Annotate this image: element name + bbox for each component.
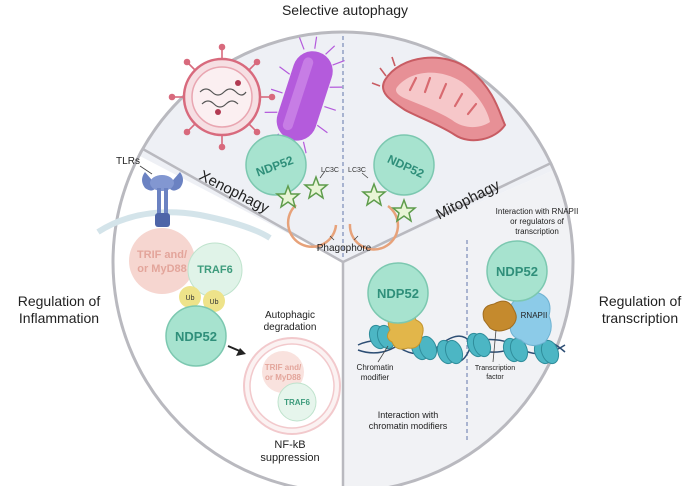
- autophagosome-vesicle: TRIF and/ or MyD88 TRAF6: [243, 337, 341, 435]
- svg-text:or MyD88: or MyD88: [137, 263, 187, 275]
- label-nfkb: NF-kB: [274, 439, 305, 451]
- ndp52-xenophagy: NDP52: [245, 134, 307, 196]
- phagophore-left-icon: [286, 204, 338, 249]
- virus-icon: [168, 43, 276, 151]
- transcription-factor-icon: [482, 300, 517, 332]
- traf6-protein: TRAF6: [187, 242, 243, 298]
- label-suppression: suppression: [260, 452, 319, 464]
- svg-text:TRIF and/: TRIF and/: [265, 363, 302, 372]
- label-phagophore: Phagophore: [317, 243, 372, 254]
- ndp52-mitophagy: NDP52: [373, 134, 435, 196]
- title-regulation-transcription: Regulation of transcription: [598, 293, 682, 326]
- svg-text:TRIF and/: TRIF and/: [137, 249, 187, 261]
- svg-text:NDP52: NDP52: [175, 329, 217, 344]
- svg-text:TRAF6: TRAF6: [197, 264, 232, 276]
- phagophore-right-icon: [348, 204, 400, 251]
- label-tlrs: TLRs: [116, 156, 140, 167]
- label-lc3c-right: LC3C: [348, 167, 366, 174]
- ndp52-inflammation: NDP52: [165, 305, 227, 367]
- label-chromatin-interaction-2: chromatin modifiers: [369, 421, 448, 431]
- lc3c-star-icons: [274, 174, 418, 223]
- label-transcription-factor-2: factor: [486, 374, 504, 381]
- label-rnapii: RNAPII: [521, 311, 548, 320]
- label-rnapii-header-3: transcription: [515, 227, 559, 236]
- label-chromatin-interaction-1: Interaction with: [378, 410, 439, 420]
- title-regulation-inflammation: Regulation of Inflammation: [17, 293, 101, 326]
- mitochondrion-icon: [371, 56, 507, 142]
- label-rnapii-header-2: or regulators of: [510, 217, 565, 226]
- bacterium-icon: [264, 36, 345, 154]
- ndp52-chromatin: NDP52: [367, 262, 429, 324]
- label-rnapii-header-1: Interaction with RNAPII: [496, 207, 579, 216]
- arrow-icon: [227, 345, 246, 356]
- label-autophagic-degradation-2: degradation: [264, 322, 317, 333]
- label-lc3c-left: LC3C: [321, 167, 339, 174]
- svg-text:NDP52: NDP52: [377, 286, 419, 301]
- ubiquitin-icons: Ub Ub: [179, 286, 225, 312]
- outer-ring: [111, 30, 575, 486]
- tlr-receptor-icon: [142, 172, 183, 227]
- svg-text:Ub: Ub: [210, 299, 219, 306]
- svg-text:or MyD88: or MyD88: [265, 373, 302, 382]
- svg-text:NDP52: NDP52: [496, 264, 538, 279]
- title-selective-autophagy: Selective autophagy: [281, 2, 409, 18]
- membrane: [96, 209, 272, 241]
- svg-text:TRAF6: TRAF6: [284, 398, 310, 407]
- label-autophagic-degradation-1: Autophagic: [265, 310, 315, 321]
- label-chromatin-modifier-2: modifier: [361, 373, 390, 382]
- nucleosome-icons: [368, 324, 560, 365]
- trif-myd88-complex: TRIF and/ or MyD88: [129, 228, 195, 294]
- svg-text:Ub: Ub: [186, 295, 195, 302]
- label-transcription-factor-1: Transcription: [475, 365, 515, 372]
- divider-right: [342, 153, 569, 264]
- label-chromatin-modifier-1: Chromatin: [357, 363, 394, 372]
- ndp52-rnapii: NDP52: [486, 240, 548, 302]
- divider-left: [117, 133, 344, 264]
